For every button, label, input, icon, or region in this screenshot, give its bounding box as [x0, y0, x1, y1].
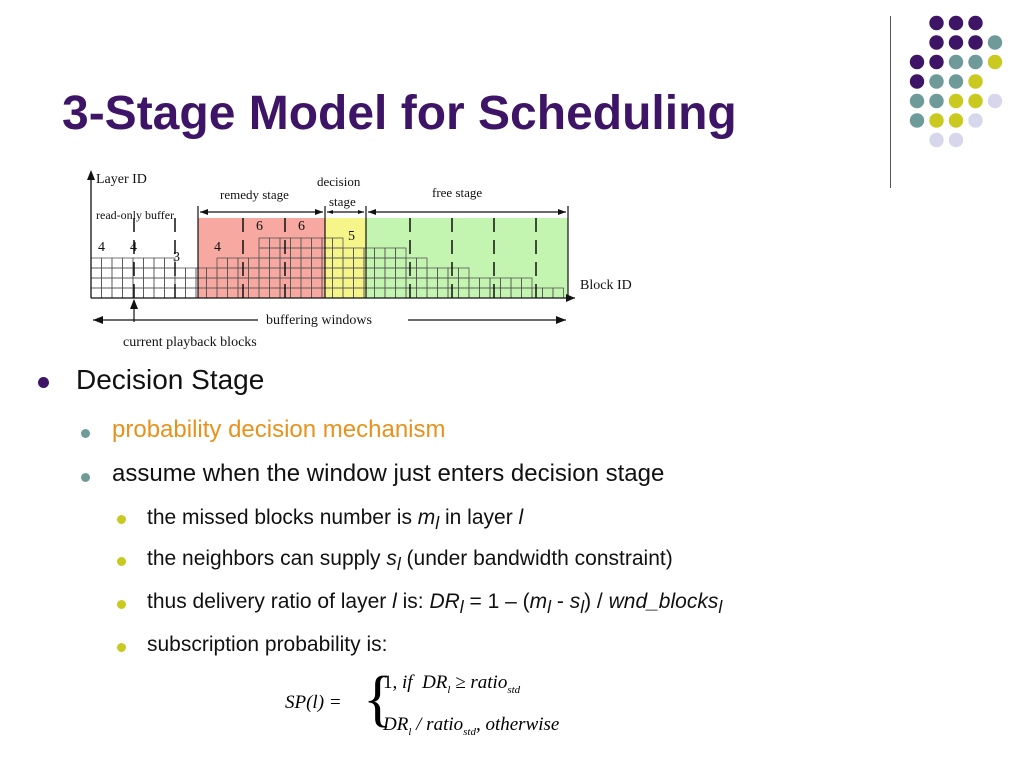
bullet-decision-stage: Decision Stage	[76, 364, 265, 395]
decorative-dot	[968, 74, 983, 89]
bullet-dot-icon	[38, 377, 49, 388]
decorative-dot	[948, 93, 964, 109]
buffer-block-cell	[521, 277, 533, 289]
formula-case-2: DRl / ratiostd, otherwise	[383, 714, 560, 738]
decorative-dot	[968, 93, 983, 109]
read-only-buffer-label: read-only buffer	[96, 208, 174, 222]
decorative-dot	[948, 74, 964, 89]
decorative-dot	[929, 35, 944, 50]
decorative-dot	[987, 35, 1003, 50]
subscription-probability-formula: SP(l) = { 1, if DRl ≥ ratiostd DRl / rat…	[285, 668, 645, 748]
buffer-block-cell	[332, 237, 344, 249]
decision-stage-label-line1: decision	[317, 174, 361, 189]
current-playback-blocks-label: current playback blocks	[123, 335, 257, 350]
slide-title: 3-Stage Model for Scheduling	[62, 87, 737, 140]
decorative-dot	[987, 54, 1003, 70]
decorative-dot-grid	[909, 15, 1003, 148]
buffer-block-cell	[416, 257, 428, 269]
decorative-dot	[929, 132, 944, 148]
decorative-dot	[968, 54, 983, 70]
decorative-dot	[968, 113, 983, 128]
decorative-dot	[929, 74, 944, 89]
layer-id-label: Layer ID	[96, 172, 147, 187]
bullet-dot-icon	[81, 473, 90, 482]
decorative-dot	[948, 35, 964, 50]
decorative-dot	[929, 54, 944, 70]
free-stage-label: free stage	[432, 185, 482, 200]
bullet-assume-window: assume when the window just enters decis…	[112, 460, 665, 487]
decorative-dot	[987, 93, 1003, 109]
layer-count-label: 5	[348, 229, 355, 244]
bullet-dot-icon	[117, 557, 126, 566]
decorative-dot	[948, 54, 964, 70]
decorative-dot	[909, 74, 925, 89]
formula-case-1: 1, if DRl ≥ ratiostd	[383, 672, 521, 696]
formula-brace: {	[363, 665, 393, 733]
bullet-neighbors-supply: the neighbors can supply sl (under bandw…	[147, 547, 673, 575]
formula-lhs: SP(l) =	[285, 692, 342, 713]
decorative-dot	[929, 113, 944, 128]
three-stage-diagram: Layer ID Block ID read-only buffer remed…	[87, 170, 632, 350]
decorative-dot	[929, 15, 944, 31]
layer-count-label: 6	[256, 219, 263, 234]
decorative-dot	[929, 93, 944, 109]
layer-count-label: 3	[173, 250, 180, 265]
remedy-stage-label: remedy stage	[220, 187, 289, 202]
buffering-windows-label: buffering windows	[266, 313, 372, 328]
bullet-missed-blocks: the missed blocks number is ml in layer …	[147, 506, 524, 534]
title-divider	[890, 16, 891, 188]
decorative-dot	[909, 113, 925, 128]
decorative-dot	[948, 132, 964, 148]
buffer-block-cell	[458, 267, 470, 279]
decorative-dot	[968, 35, 983, 50]
bullet-dot-icon	[117, 643, 126, 652]
layer-count-label: 4	[130, 240, 137, 255]
layer-count-label: 6	[298, 219, 305, 234]
bullet-dot-icon	[117, 515, 126, 524]
decorative-dot	[909, 93, 925, 109]
bullet-delivery-ratio: thus delivery ratio of layer l is: DRl =…	[147, 590, 723, 618]
block-id-label: Block ID	[580, 278, 632, 293]
bullet-probability-mechanism: probability decision mechanism	[112, 416, 446, 443]
layer-count-label: 4	[98, 240, 105, 255]
bullet-dot-icon	[81, 429, 90, 438]
decorative-dot	[968, 15, 983, 31]
bullet-dot-icon	[117, 600, 126, 609]
decorative-dot	[909, 54, 925, 70]
layer-count-label: 4	[214, 240, 221, 255]
decorative-dot	[948, 15, 964, 31]
buffer-block-cell	[395, 247, 407, 259]
decorative-dot	[948, 113, 964, 128]
bullet-subscription-probability: subscription probability is:	[147, 633, 388, 656]
decision-stage-label-line2: stage	[329, 194, 356, 209]
